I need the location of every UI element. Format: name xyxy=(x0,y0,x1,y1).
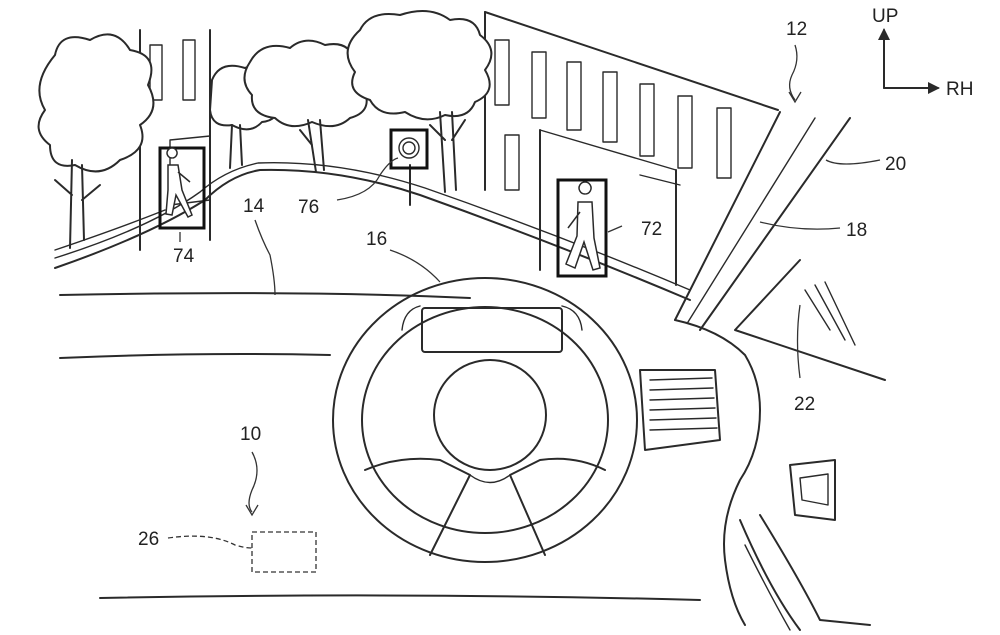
trees xyxy=(37,10,493,249)
rh-label: RH xyxy=(946,79,973,100)
orientation-arrows xyxy=(878,28,940,94)
leader-lines xyxy=(167,44,881,549)
label-14: 14 xyxy=(243,196,265,217)
right-building xyxy=(484,11,779,286)
right-arrow-icon xyxy=(928,82,940,94)
label-12: 12 xyxy=(786,19,807,40)
dashboard xyxy=(59,292,871,631)
label-20: 20 xyxy=(885,154,906,175)
label-26: 26 xyxy=(138,529,159,550)
up-label: UP xyxy=(872,6,898,27)
steering-wheel xyxy=(332,277,638,563)
label-22: 22 xyxy=(794,394,815,415)
pedestrian-left xyxy=(158,146,206,230)
a-pillar xyxy=(674,111,886,381)
door-handle xyxy=(789,459,836,521)
road-sign xyxy=(389,128,429,206)
label-74: 74 xyxy=(173,246,195,267)
controller-box xyxy=(251,531,317,573)
label-10: 10 xyxy=(240,424,261,445)
pedestrian-right-detection-box xyxy=(556,178,608,278)
air-vent xyxy=(639,369,721,451)
pedestrian-left-detection-box xyxy=(158,146,206,230)
label-76: 76 xyxy=(298,197,319,218)
label-72: 72 xyxy=(641,219,662,240)
label-16: 16 xyxy=(366,229,387,250)
pedestrian-right xyxy=(556,178,608,278)
label-18: 18 xyxy=(846,220,867,241)
sign-detection-box xyxy=(389,128,429,170)
up-arrow-icon xyxy=(878,28,890,40)
